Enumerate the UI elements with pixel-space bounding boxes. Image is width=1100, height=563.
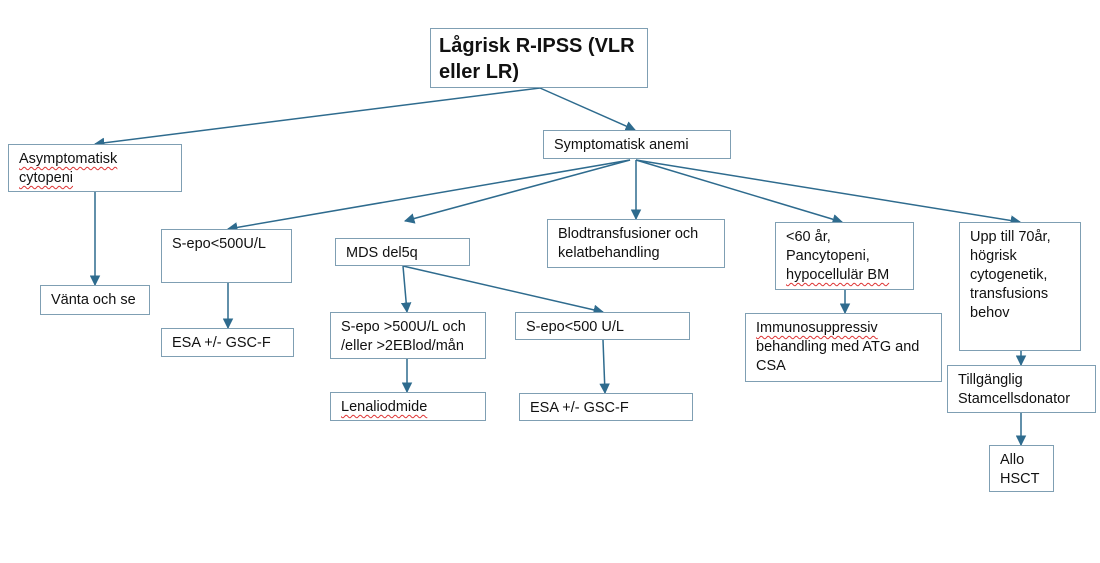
node-esa1: ESA +/- GSC-F <box>161 328 294 357</box>
node-lenaliodmide: Lenaliodmide <box>330 392 486 421</box>
arrow-mds-del5q-to-sepo-high <box>400 265 412 314</box>
node-vanta: Vänta och se <box>40 285 150 315</box>
node-tillganglig: Tillgänglig Stamcellsdonator <box>947 365 1096 413</box>
node-immuno-line1: Immunosuppressiv <box>756 320 878 336</box>
arrow-symptomatisk-to-sepo-low <box>226 159 631 233</box>
arrow-root-to-symptomatisk <box>539 87 636 131</box>
node-immuno-line2: behandling med ATG and CSA <box>756 339 920 374</box>
arrow-symptomatisk-to-mds-del5q <box>403 159 631 224</box>
arrow-mds-del5q-to-sepo-low2 <box>402 265 605 315</box>
node-symptomatisk: Symptomatisk anemi <box>543 130 731 159</box>
node-sepo-high: S-epo >500U/L och /eller >2EBlod/mån <box>330 312 486 359</box>
arrow-root-to-asymptomatisk <box>93 87 541 149</box>
node-esa2: ESA +/- GSC-F <box>519 393 693 421</box>
node-lenaliodmide-text: Lenaliodmide <box>341 399 428 415</box>
node-allo: Allo HSCT <box>989 445 1054 492</box>
node-sepo-low2: S-epo<500 U/L <box>515 312 690 340</box>
node-upp70: Upp till 70år, högrisk cytogenetik, tran… <box>959 222 1081 351</box>
node-sepo-low: S-epo<500U/L <box>161 229 292 283</box>
node-root: Lågrisk R-IPSS (VLR eller LR) <box>430 28 648 88</box>
arrow-symptomatisk-to-under60 <box>635 159 844 225</box>
arrow-symptomatisk-to-upp70 <box>635 159 1022 226</box>
node-asymptomatisk-line2: cytopeni <box>19 170 74 186</box>
node-blodtransfusion: Blodtransfusioner och kelatbehandling <box>547 219 725 268</box>
node-under60-line1: <60 år, Pancytopeni, <box>786 229 870 264</box>
node-asymptomatisk: Asymptomatisk cytopeni <box>8 144 182 192</box>
node-under60-line2: hypocellulär BM <box>786 267 890 283</box>
node-under60: <60 år, Pancytopeni, hypocellulär BM <box>775 222 914 290</box>
arrow-sepo-low2-to-esa2 <box>599 339 610 395</box>
node-immuno: Immunosuppressiv behandling med ATG and … <box>745 313 942 382</box>
node-mds-del5q: MDS del5q <box>335 238 470 266</box>
node-asymptomatisk-line1: Asymptomatisk <box>19 151 118 167</box>
